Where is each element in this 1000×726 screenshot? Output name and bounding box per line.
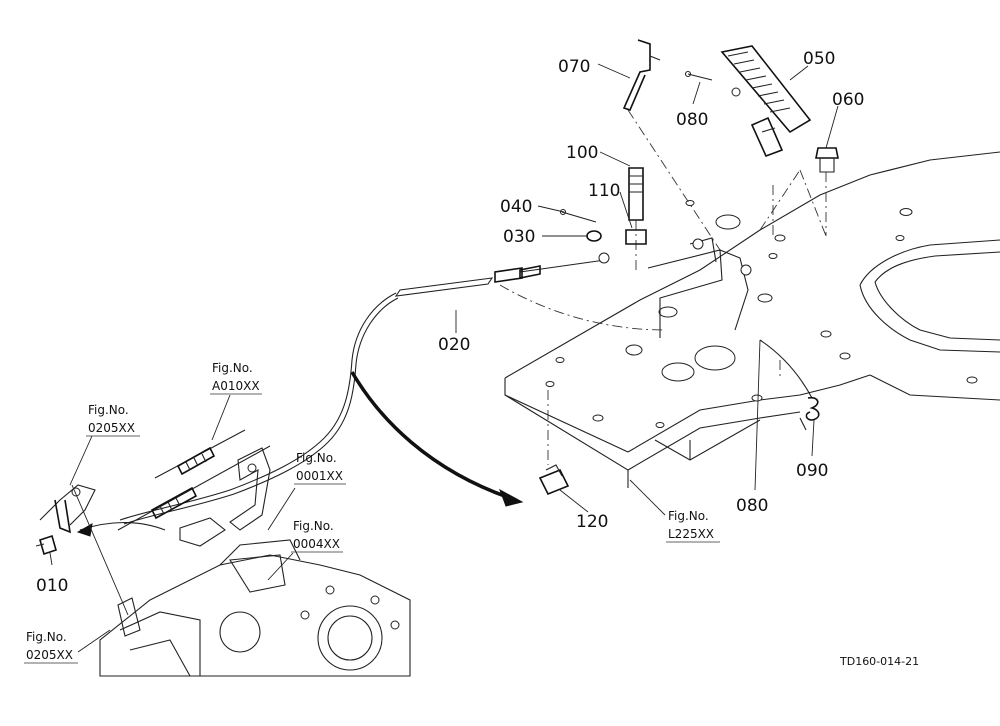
part-label-030: 030 (503, 227, 535, 247)
plate-hole (555, 357, 565, 363)
plate-hole (685, 200, 695, 206)
part-label-070: 070 (558, 57, 590, 77)
washer-030 (586, 230, 602, 242)
fig-ref-title: Fig.No. (26, 630, 67, 644)
cable-bracket (179, 447, 271, 547)
fig-ref-l225[interactable]: Fig.No. L225XX (666, 509, 720, 543)
plate-hole (820, 330, 832, 338)
plate-hole (658, 306, 678, 318)
direction-arrow (350, 371, 524, 507)
fig-ref-title: Fig.No. (88, 403, 129, 417)
floor-plate (504, 151, 1000, 488)
pin-080-top (684, 70, 713, 81)
part-label-100: 100 (566, 143, 598, 163)
plate-hole (899, 208, 913, 216)
fig-ref-0205-top[interactable]: Fig.No. 0205XX (86, 403, 140, 437)
cotter-pin-040 (559, 208, 597, 223)
cable-end-lower (117, 445, 271, 531)
plate-hole (768, 253, 778, 259)
plate-hole (757, 293, 773, 303)
fig-ref-0004[interactable]: Fig.No. 0004XX (291, 519, 343, 553)
clamp-120 (538, 464, 570, 496)
plate-hole (839, 352, 851, 360)
fig-ref-code: L225XX (668, 527, 714, 541)
plate-hole (751, 394, 763, 402)
fig-ref-code: 0001XX (296, 469, 343, 483)
governor-linkage (35, 484, 166, 556)
accelerator-pedal (720, 45, 812, 158)
plate-hole (625, 344, 643, 356)
part-label-020: 020 (438, 335, 470, 355)
bolt-060 (815, 147, 839, 236)
pedal-rod (622, 39, 721, 251)
fig-ref-title: Fig.No. (293, 519, 334, 533)
fig-ref-code: 0205XX (26, 648, 73, 662)
part-label-060: 060 (832, 90, 864, 110)
part-label-010: 010 (36, 576, 68, 596)
plate-hole (661, 362, 695, 382)
nut-110 (625, 229, 647, 245)
fig-ref-code: 0004XX (293, 537, 340, 551)
engine-block (99, 539, 411, 677)
leader-lines (49, 63, 839, 653)
plate-hole (774, 234, 786, 242)
plate-hole (966, 376, 978, 384)
part-label-120: 120 (576, 512, 608, 532)
plate-hole (545, 381, 555, 387)
plate-hole (592, 414, 604, 422)
fig-ref-code: 0205XX (88, 421, 135, 435)
fig-ref-title: Fig.No. (212, 361, 253, 375)
fig-ref-0205-bottom[interactable]: Fig.No. 0205XX (24, 630, 78, 664)
plate-hole (715, 214, 741, 230)
bolt-100 (628, 167, 644, 270)
fig-ref-title: Fig.No. (296, 451, 337, 465)
part-label-110: 110 (588, 181, 620, 201)
plate-hole (655, 422, 665, 428)
spring-090 (759, 339, 820, 431)
part-label-080-top: 080 (676, 110, 708, 130)
cable-end-a010 (154, 429, 246, 479)
plate-hole (895, 235, 905, 241)
part-label-080-bottom: 080 (736, 496, 768, 516)
fig-ref-0001[interactable]: Fig.No. 0001XX (294, 451, 346, 485)
fig-ref-a010[interactable]: Fig.No. A010XX (210, 361, 262, 395)
fig-ref-code: A010XX (212, 379, 260, 393)
fig-ref-title: Fig.No. (668, 509, 709, 523)
pedal-pivot (731, 87, 741, 97)
plate-hole (694, 345, 736, 371)
part-label-050: 050 (803, 49, 835, 69)
part-label-040: 040 (500, 197, 532, 217)
drawing-code: TD160-014-21 (839, 655, 919, 668)
throttle-cable (119, 252, 666, 525)
part-label-090: 090 (796, 461, 828, 481)
